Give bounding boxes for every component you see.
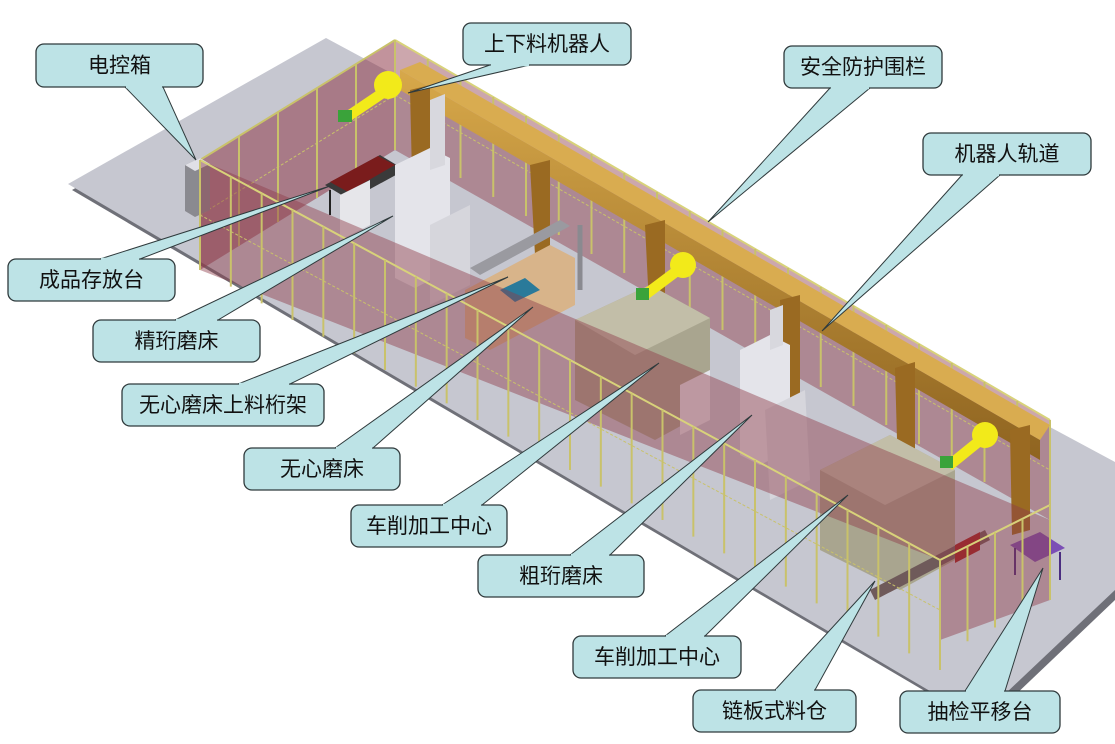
inspection-shuttle-table <box>1010 532 1065 580</box>
rough-honing-machine <box>740 305 810 500</box>
callout-inspection-shuttle-table: 抽检平移台 <box>899 567 1061 734</box>
callout-box <box>7 258 176 302</box>
callout-safety-fence: 安全防护围栏 <box>707 45 943 223</box>
callout-label: 安全防护围栏 <box>800 55 926 79</box>
callout-box <box>922 132 1092 176</box>
callout-box <box>350 504 508 548</box>
callout-label: 无心磨床 <box>280 457 364 481</box>
callout-loading-robot: 上下料机器人 <box>407 22 632 94</box>
callout-label: 电控箱 <box>88 54 151 78</box>
callout-rough-honing-machine: 粗珩磨床 <box>477 414 753 598</box>
callout-label: 抽检平移台 <box>928 700 1033 724</box>
callout-box <box>477 554 645 598</box>
callout-control-cabinet: 电控箱 <box>35 43 204 161</box>
callout-box <box>35 43 204 88</box>
callout-label: 粗珩磨床 <box>519 564 603 588</box>
callout-label: 链板式料仓 <box>722 699 827 723</box>
callout-box <box>121 383 325 427</box>
callout-finished-product-table: 成品存放台 <box>7 185 331 302</box>
loading-robot-3 <box>940 422 998 470</box>
callout-box <box>572 635 742 679</box>
callout-turning-center-1: 车削加工中心 <box>350 362 660 548</box>
callout-centerless-loading-gantry: 无心磨床上料桁架 <box>121 276 509 427</box>
loading-robot-2 <box>636 252 696 300</box>
callout-label: 精珩磨床 <box>135 329 219 353</box>
callout-robot-track: 机器人轨道 <box>821 132 1092 332</box>
fine-honing-machine <box>395 94 470 305</box>
callout-pointer <box>707 87 872 223</box>
callout-label: 成品存放台 <box>39 268 144 292</box>
callout-centerless-grinder: 无心磨床 <box>243 306 534 491</box>
callout-turning-center-2: 车削加工中心 <box>572 494 849 679</box>
turning-center-2 <box>820 435 955 590</box>
callout-label: 车削加工中心 <box>366 514 492 538</box>
callout-box <box>462 22 632 66</box>
callout-box <box>243 447 401 491</box>
finished-product-table <box>325 155 405 240</box>
callout-pointer <box>821 174 1002 332</box>
callout-label: 机器人轨道 <box>955 142 1060 166</box>
callout-fine-honing-machine: 精珩磨床 <box>92 215 394 363</box>
callout-label: 无心磨床上料桁架 <box>139 393 307 417</box>
safety-fence-front <box>199 159 1051 670</box>
callout-label: 车削加工中心 <box>594 645 720 669</box>
callout-label: 上下料机器人 <box>484 32 610 56</box>
loading-robot-1 <box>338 71 402 122</box>
centerless-grinder <box>465 220 583 350</box>
callout-chain-plate-bin: 链板式料仓 <box>692 580 876 733</box>
